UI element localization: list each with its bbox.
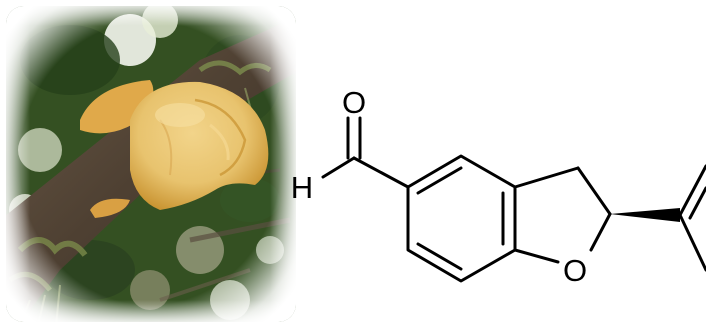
bond-vinyl-double-1	[678, 164, 706, 217]
stereo-wedge-bond	[610, 208, 680, 222]
atom-aldehyde-hydrogen: H	[291, 170, 313, 205]
bond-methyl	[678, 213, 706, 272]
bond-o-ring	[513, 248, 560, 264]
benzene-inner-bond-1	[416, 166, 463, 195]
fungus-photo	[6, 6, 296, 322]
benzofuran-aldehyde-structure: O H O	[291, 85, 706, 288]
bond-c-h	[321, 156, 356, 179]
bond-c-ring	[352, 156, 410, 189]
benzene-ring	[406, 154, 517, 283]
bond-ch-o	[589, 212, 612, 252]
atom-ring-oxygen: O	[563, 253, 587, 288]
benzene-inner-bond-3	[416, 242, 463, 271]
atom-carbonyl-oxygen: O	[342, 85, 366, 120]
bond-vinyl-double-2	[688, 186, 706, 220]
bond-ch2-ch	[576, 166, 612, 216]
bond-ring-ch2	[513, 166, 580, 189]
